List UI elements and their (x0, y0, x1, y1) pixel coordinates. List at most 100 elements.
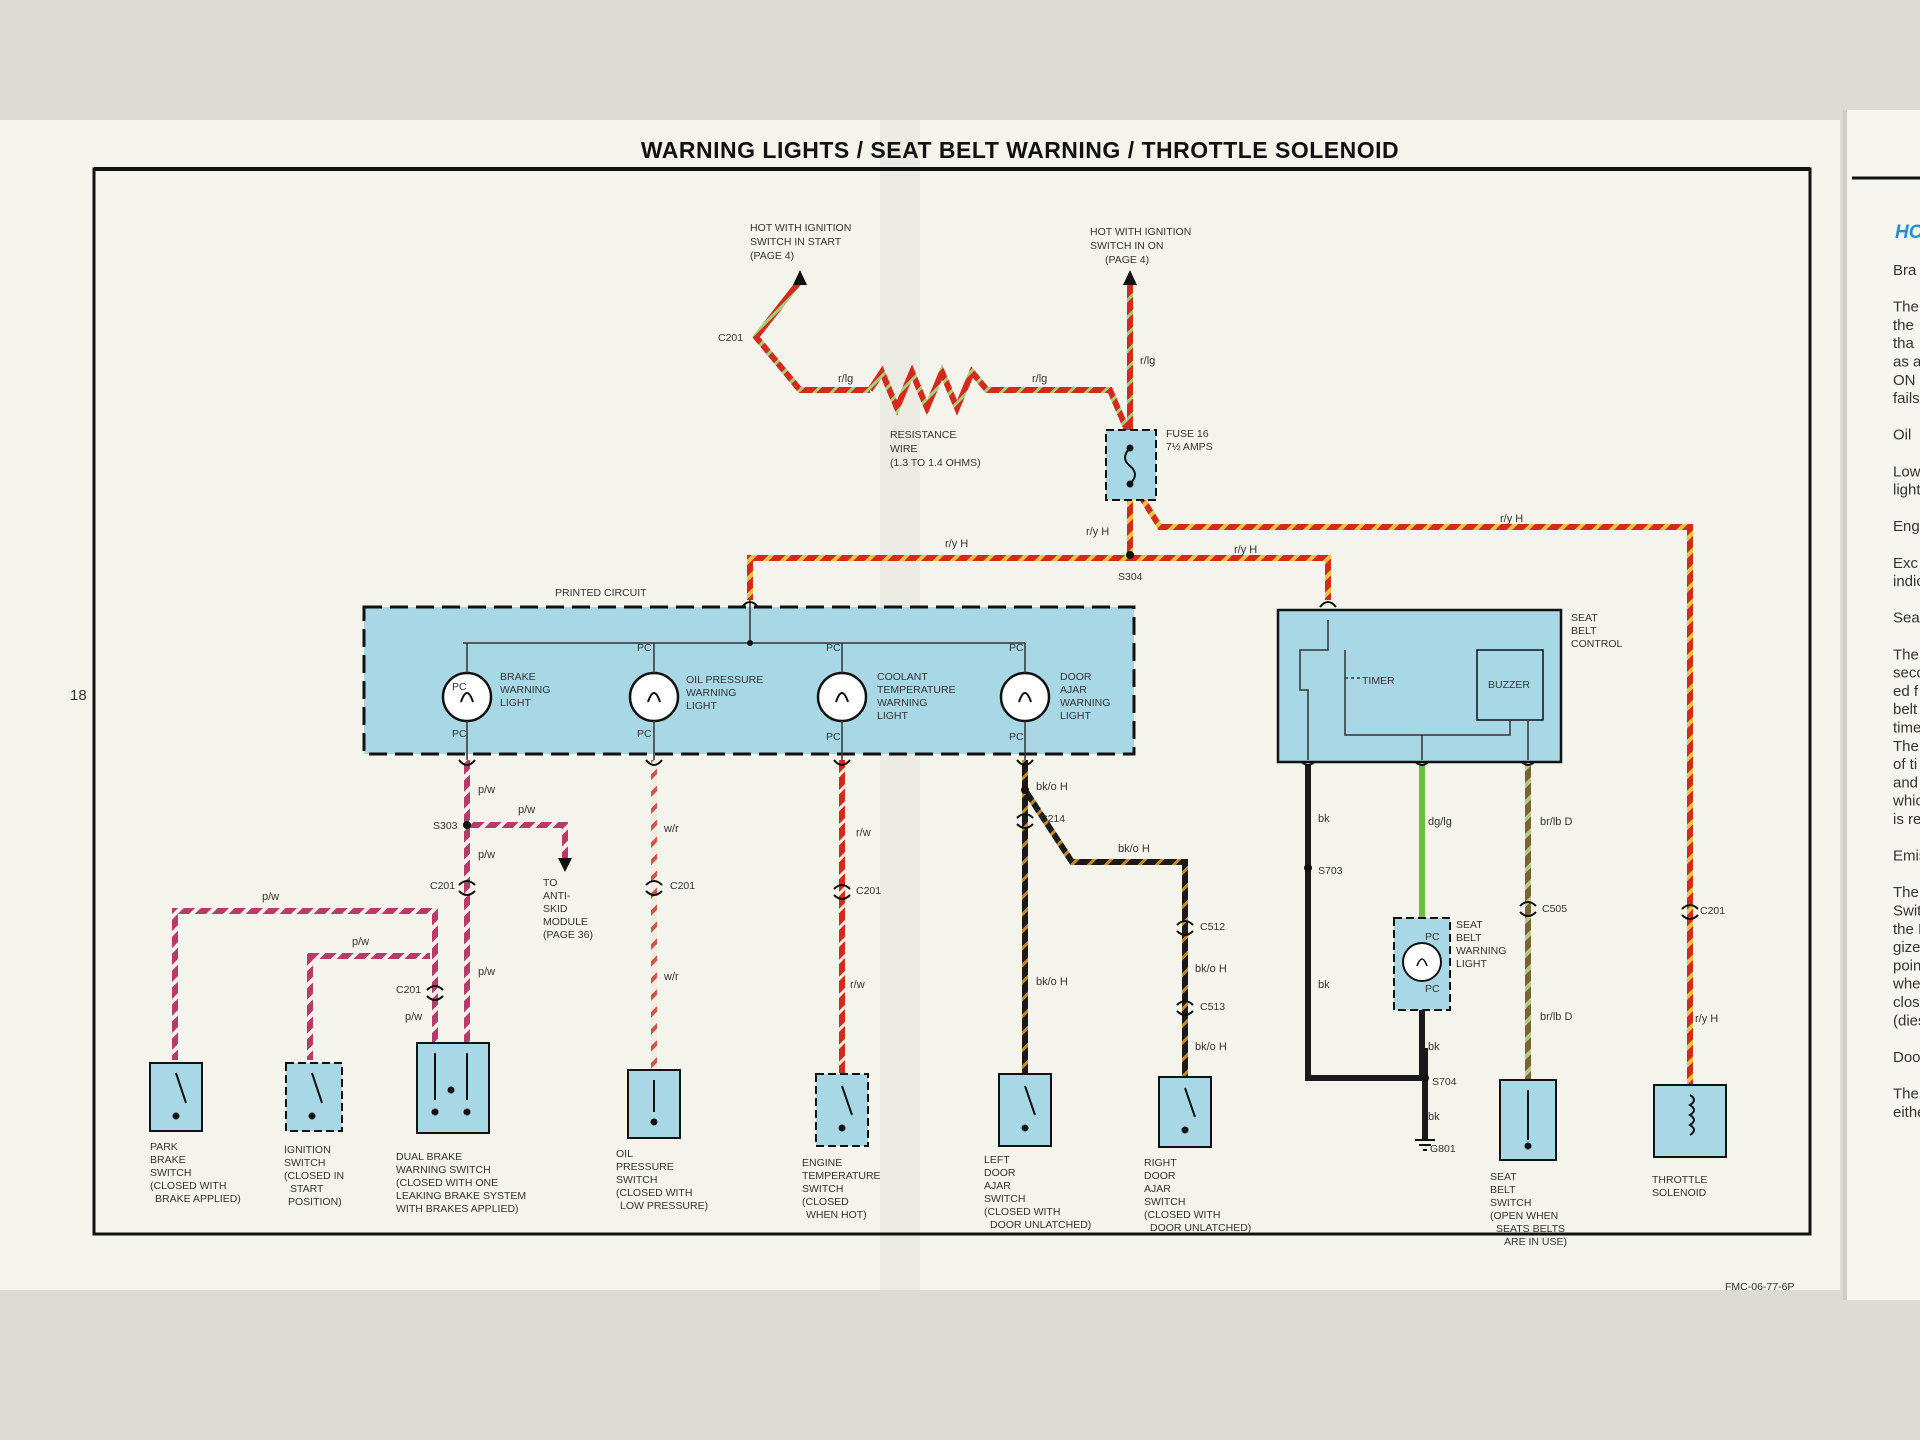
svg-text:SEAT: SEAT (1571, 612, 1598, 624)
svg-text:AJAR: AJAR (984, 1180, 1011, 1192)
svg-text:bk/o H: bk/o H (1195, 1041, 1227, 1053)
side-page-line: indic (1893, 573, 1920, 590)
dual-brake-warning-switch (416, 1042, 490, 1134)
side-page-line: which (1892, 793, 1920, 810)
wire-on-feed (1123, 270, 1137, 430)
side-page-line: Eng (1893, 518, 1920, 535)
svg-text:WARNING: WARNING (686, 687, 736, 699)
svg-text:DOOR UNLATCHED): DOOR UNLATCHED) (990, 1219, 1091, 1231)
svg-text:p/w: p/w (262, 891, 279, 903)
svg-text:SWITCH IN ON: SWITCH IN ON (1090, 240, 1164, 252)
side-page-line: the (1893, 317, 1914, 334)
svg-text:w/r: w/r (663, 823, 679, 835)
svg-text:LOW PRESSURE): LOW PRESSURE) (620, 1200, 708, 1212)
splice-s304: S304 (1118, 571, 1143, 583)
side-page-line: either (1893, 1104, 1920, 1121)
svg-text:WIRE: WIRE (890, 443, 917, 455)
svg-text:RESISTANCE: RESISTANCE (890, 429, 956, 441)
wire-door-ajar (1022, 760, 1188, 1077)
side-page-line: light (1893, 482, 1920, 499)
svg-text:POSITION): POSITION) (288, 1196, 342, 1208)
svg-text:SWITCH IN START: SWITCH IN START (750, 236, 842, 248)
pc-label: PC (637, 728, 652, 740)
svg-text:START: START (290, 1183, 324, 1195)
side-page-line: Oil (1893, 427, 1911, 444)
ground-g801: G801 (1430, 1143, 1456, 1155)
side-page-line: The D (1893, 1086, 1920, 1103)
svg-text:LIGHT: LIGHT (1060, 710, 1092, 722)
side-page-line: belt (1893, 701, 1918, 718)
svg-text:(CLOSED WITH: (CLOSED WITH (150, 1180, 226, 1192)
svg-text:bk/o H: bk/o H (1036, 781, 1068, 793)
ignition-switch (285, 1062, 343, 1132)
svg-text:HOT WITH IGNITION: HOT WITH IGNITION (1090, 226, 1191, 238)
svg-text:r/y H: r/y H (1234, 544, 1257, 556)
svg-text:MODULE: MODULE (543, 916, 588, 928)
connector-c214: C214 (1040, 813, 1065, 825)
svg-text:SWITCH: SWITCH (616, 1174, 657, 1186)
svg-text:WHEN HOT): WHEN HOT) (806, 1209, 867, 1221)
side-page-line: is rele (1893, 811, 1920, 828)
side-page-line: as a (1893, 354, 1920, 371)
fuse-label: FUSE 16 (1166, 428, 1209, 440)
splice-s704: S704 (1432, 1076, 1457, 1088)
brake-light-label: BRAKE WARNING LIGHT (500, 671, 550, 709)
throttle-solenoid (1653, 1084, 1727, 1158)
fuse-rating: 7½ AMPS (1166, 441, 1213, 453)
svg-text:ENGINE: ENGINE (802, 1157, 842, 1169)
svg-text:r/lg: r/lg (1140, 355, 1155, 367)
right-door-ajar-switch (1158, 1076, 1212, 1148)
svg-text:p/w: p/w (405, 1011, 422, 1023)
svg-text:PARK: PARK (150, 1141, 178, 1153)
svg-text:r/y H: r/y H (945, 538, 968, 550)
svg-text:RIGHT: RIGHT (1144, 1157, 1177, 1169)
svg-text:LIGHT: LIGHT (877, 710, 909, 722)
side-page-line: point (1893, 957, 1920, 974)
svg-text:dg/lg: dg/lg (1428, 816, 1452, 828)
timer-circuit (1299, 620, 1529, 760)
pc-label: PC (1009, 642, 1024, 654)
side-page-line: time- (1893, 720, 1920, 737)
connector-c513: C513 (1200, 1001, 1225, 1013)
svg-text:SOLENOID: SOLENOID (1652, 1187, 1707, 1199)
svg-text:r/y H: r/y H (1695, 1013, 1718, 1025)
svg-text:WITH BRAKES APPLIED): WITH BRAKES APPLIED) (396, 1203, 519, 1215)
svg-text:SWITCH: SWITCH (1144, 1196, 1185, 1208)
svg-text:bk/o H: bk/o H (1036, 976, 1068, 988)
svg-text:DOOR UNLATCHED): DOOR UNLATCHED) (1150, 1222, 1251, 1234)
connector-c201: C201 (396, 984, 421, 996)
svg-text:LIGHT: LIGHT (686, 700, 718, 712)
buzzer-label: BUZZER (1488, 679, 1530, 691)
connector-c201: C201 (1700, 905, 1725, 917)
svg-text:WARNING: WARNING (1060, 697, 1110, 709)
switch-labels: PARK BRAKE SWITCH (CLOSED WITH BRAKE APP… (150, 1141, 1707, 1248)
fuse-16 (1105, 429, 1157, 501)
svg-text:bk: bk (1428, 1111, 1440, 1123)
svg-text:BRAKE: BRAKE (500, 671, 536, 683)
engine-temperature-switch (815, 1073, 869, 1147)
connector-c201: C201 (670, 880, 695, 892)
svg-text:br/lb D: br/lb D (1540, 816, 1572, 828)
page-number: 18 (70, 687, 87, 704)
svg-text:br/lb D: br/lb D (1540, 1011, 1572, 1023)
pc-label: PC (452, 681, 467, 693)
splice-dots (463, 551, 1429, 1082)
connector-c201: C201 (856, 885, 881, 897)
splice-s303: S303 (433, 820, 458, 832)
side-page-line: Seat (1893, 610, 1920, 627)
svg-text:r/w: r/w (856, 827, 871, 839)
side-page-line: Exc (1893, 555, 1919, 572)
svg-text:bk: bk (1318, 979, 1330, 991)
svg-text:BELT: BELT (1571, 625, 1597, 637)
resistance-wire-label: RESISTANCE WIRE (1.3 TO 1.4 OHMS) (890, 429, 981, 469)
footer-code: FMC-06-77-6P (1725, 1281, 1794, 1293)
wire-fuse-output (747, 493, 1693, 1085)
pc-label: PC (637, 642, 652, 654)
svg-text:(PAGE 36): (PAGE 36) (543, 929, 593, 941)
side-page-heading: HO (1895, 222, 1920, 243)
svg-text:SEAT: SEAT (1490, 1171, 1517, 1183)
timer-label: TIMER (1362, 675, 1395, 687)
connector-c201: C201 (430, 880, 455, 892)
